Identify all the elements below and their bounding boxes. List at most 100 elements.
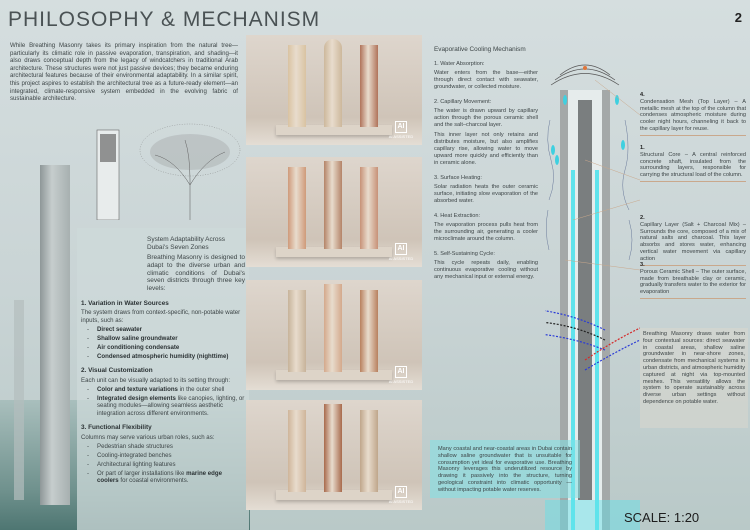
step-title: 3. Surface Heating: xyxy=(434,175,482,181)
item-bold: marine edge coolers xyxy=(97,469,222,485)
list-item: Shallow saline groundwater xyxy=(81,335,245,343)
step-title: 4. Heat Extraction: xyxy=(434,213,481,219)
mechanism-heading: Evaporative Cooling Mechanism xyxy=(434,46,526,53)
ai-chip-icon: AI xyxy=(395,486,407,498)
step-text: Solar radiation heats the outer ceramic … xyxy=(434,184,538,204)
mechanism-text: Evaporative Cooling Mechanism 1. Water A… xyxy=(434,46,538,284)
ceramic-shell-right xyxy=(602,90,610,530)
item-text: Or part of larger installations like xyxy=(97,469,187,477)
list-item: Integrated design elements like canopies… xyxy=(81,395,245,418)
layer-annotation: 2.Capillary Layer (Salt + Charcoal Mix) … xyxy=(640,215,746,266)
item-text: Pedestrian shade structures xyxy=(97,442,173,450)
list-item: Condensed atmospheric humidity (nighttim… xyxy=(81,353,245,361)
intro-paragraph: While Breathing Masonry takes its primar… xyxy=(10,42,238,103)
column-sample xyxy=(360,410,378,492)
item-text: Cooling-integrated benches xyxy=(97,451,172,459)
list-item: Pedestrian shade structures xyxy=(81,443,245,451)
item-bold: Direct seawater xyxy=(97,325,143,333)
annotation-text: Structural Core – A central reinforced c… xyxy=(640,151,746,179)
ai-chip-icon: AI xyxy=(395,121,407,133)
page-number: 2 xyxy=(734,10,742,25)
item-text: in the outer shell xyxy=(177,385,225,393)
section-title: 2. Visual Customization xyxy=(81,367,153,375)
column-sample xyxy=(324,404,342,492)
annotation-number: 1. xyxy=(640,145,645,151)
ai-badge-label: AI ASSISTED xyxy=(388,134,414,139)
ai-chip-icon: AI xyxy=(395,243,407,255)
section-list: Color and texture variations in the oute… xyxy=(81,386,245,418)
adaptability-lead: Breathing Masonry is designed to adapt t… xyxy=(147,254,245,293)
column-sample xyxy=(288,290,306,372)
item-bold: Color and texture variations xyxy=(97,385,178,393)
plinth xyxy=(276,247,392,257)
column-sample xyxy=(360,167,378,249)
section-list: Direct seawaterShallow saline groundwate… xyxy=(81,326,245,361)
annotation-number: 3. xyxy=(640,262,645,268)
adaptability-panel: System Adaptability Across Dubai's Seven… xyxy=(77,228,249,530)
building-and-tree-sketch xyxy=(96,123,241,220)
item-text: for coastal environments. xyxy=(118,477,189,485)
section-lead: Each unit can be visually adapted to its… xyxy=(81,376,231,384)
section-title: 1. Variation in Water Sources xyxy=(81,299,169,307)
scale-label: SCALE: 1:20 xyxy=(624,510,700,525)
list-item: Or part of larger installations like mar… xyxy=(81,470,245,485)
column-sample xyxy=(324,39,342,127)
step-text: Water enters from the base—either throug… xyxy=(434,70,538,90)
section-lead: The system draws from context-specific, … xyxy=(81,309,241,324)
ai-badge-label: AI ASSISTED xyxy=(388,256,414,261)
item-bold: Condensed atmospheric humidity (nighttim… xyxy=(97,352,229,360)
pillar-in-water xyxy=(40,165,70,505)
layer-annotation: 1.Structural Core – A central reinforced… xyxy=(640,145,746,182)
column-sample xyxy=(324,284,342,372)
layer-annotation: 3.Porous Ceramic Shell – The outer surfa… xyxy=(640,262,746,299)
step-text: The evaporation process pulls heat from … xyxy=(434,222,538,242)
plinth xyxy=(276,370,392,380)
column-sample xyxy=(360,45,378,127)
ai-chip-icon: AI xyxy=(395,366,407,378)
pillar-in-water xyxy=(14,300,24,500)
item-bold: Air conditioning condensate xyxy=(97,343,180,351)
step-title: 5. Self-Sustaining Cycle: xyxy=(434,251,495,257)
step-text: The water is drawn upward by capillary a… xyxy=(434,108,538,128)
column-sample xyxy=(288,410,306,492)
annotation-text: Capillary Layer (Salt + Charcoal Mix) – … xyxy=(640,221,746,262)
section-list: Pedestrian shade structuresCooling-integ… xyxy=(81,443,245,485)
section-title: 3. Functional Flexibility xyxy=(81,424,152,432)
structural-core xyxy=(578,100,592,500)
column-sample xyxy=(288,167,306,249)
step-title: 1. Water Absorption: xyxy=(434,61,485,67)
water-sources-note: Breathing Masonry draws water from four … xyxy=(640,328,748,428)
ceramic-shell-left xyxy=(560,90,568,530)
ai-badge-label: AI ASSISTED xyxy=(388,499,414,504)
item-text: like canopies, lighting, or seating modu… xyxy=(97,394,245,417)
step-text: This cycle repeats daily, enabling conti… xyxy=(434,260,538,280)
plinth xyxy=(276,125,392,135)
item-text: Architectural lighting features xyxy=(97,460,176,468)
plinth xyxy=(276,490,392,500)
adaptability-heading: System Adaptability Across Dubai's Seven… xyxy=(147,236,226,251)
section-lead: Columns may serve various urban roles, s… xyxy=(81,433,215,441)
groundwater-note: Many coastal and near-coastal areas in D… xyxy=(430,440,580,498)
ai-badge-label: AI ASSISTED xyxy=(388,379,414,384)
annotation-number: 2. xyxy=(640,215,645,221)
list-item: Cooling-integrated benches xyxy=(81,452,245,460)
layer-annotation: 4.Condensation Mesh (Top Layer) – A meta… xyxy=(640,92,746,136)
list-item: Direct seawater xyxy=(81,326,245,334)
list-item: Color and texture variations in the oute… xyxy=(81,386,245,394)
annotation-text: Condensation Mesh (Top Layer) – A metall… xyxy=(640,98,746,132)
step-text: This inner layer not only retains and di… xyxy=(434,132,538,166)
item-bold: Integrated design elements xyxy=(97,394,176,402)
column-sample xyxy=(360,290,378,372)
annotation-number: 4. xyxy=(640,92,645,98)
list-item: Architectural lighting features xyxy=(81,461,245,469)
page-title: PHILOSOPHY & MECHANISM xyxy=(8,8,321,31)
column-sample xyxy=(324,161,342,249)
